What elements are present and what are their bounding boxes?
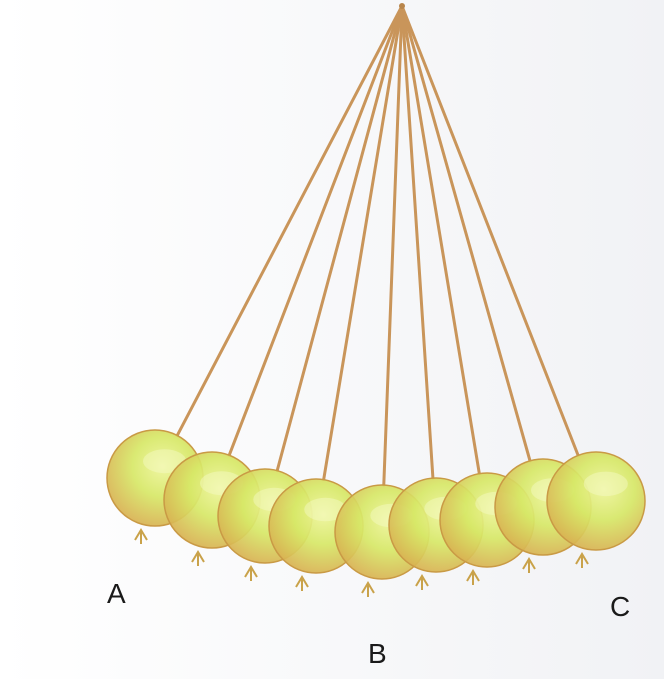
- bob-highlight: [584, 472, 628, 497]
- label-b: B: [368, 640, 387, 668]
- pivot-point: [399, 3, 405, 9]
- bob-circle: [547, 452, 645, 550]
- label-c: C: [610, 593, 630, 621]
- label-a: A: [107, 580, 126, 608]
